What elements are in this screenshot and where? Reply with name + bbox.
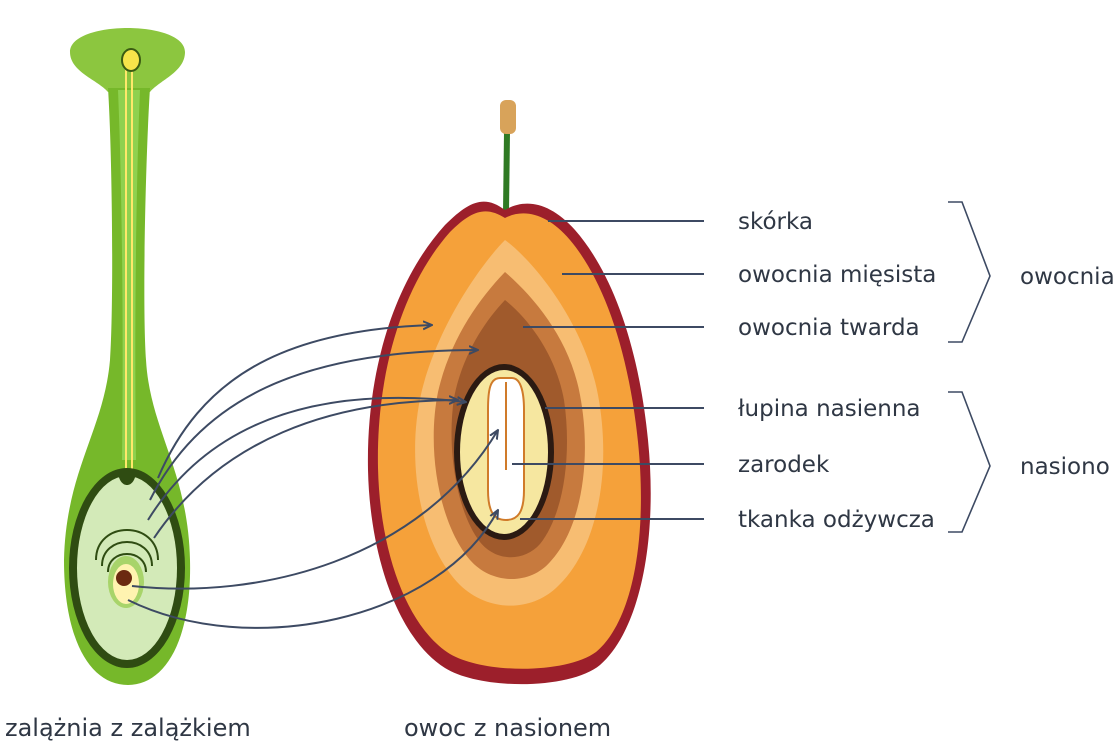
egg-cell (116, 570, 132, 586)
caption-ovary: zalążnia z zalążkiem (5, 714, 251, 742)
label-zarodek: zarodek (738, 452, 830, 478)
label-skorka: skórka (738, 209, 813, 235)
pistil-illustration (64, 28, 190, 685)
caption-fruit: owoc z nasionem (404, 714, 611, 742)
group-nasiono: nasiono (1020, 454, 1110, 480)
brace-owocnia (948, 202, 990, 342)
label-tkanka-odzywcza: tkanka odżywcza (738, 507, 935, 533)
fruit-stalk (506, 132, 507, 212)
label-owocnia-twarda: owocnia twarda (738, 315, 920, 341)
brace-nasiono (948, 392, 990, 532)
fruit-illustration (368, 100, 651, 684)
label-owocnia-miesista: owocnia mięsista (738, 262, 936, 288)
stigma-pore (122, 49, 140, 71)
group-owocnia: owocnia (1020, 264, 1115, 290)
stalk-tip (500, 100, 516, 134)
label-lupina-nasienna: łupina nasienna (738, 396, 921, 422)
